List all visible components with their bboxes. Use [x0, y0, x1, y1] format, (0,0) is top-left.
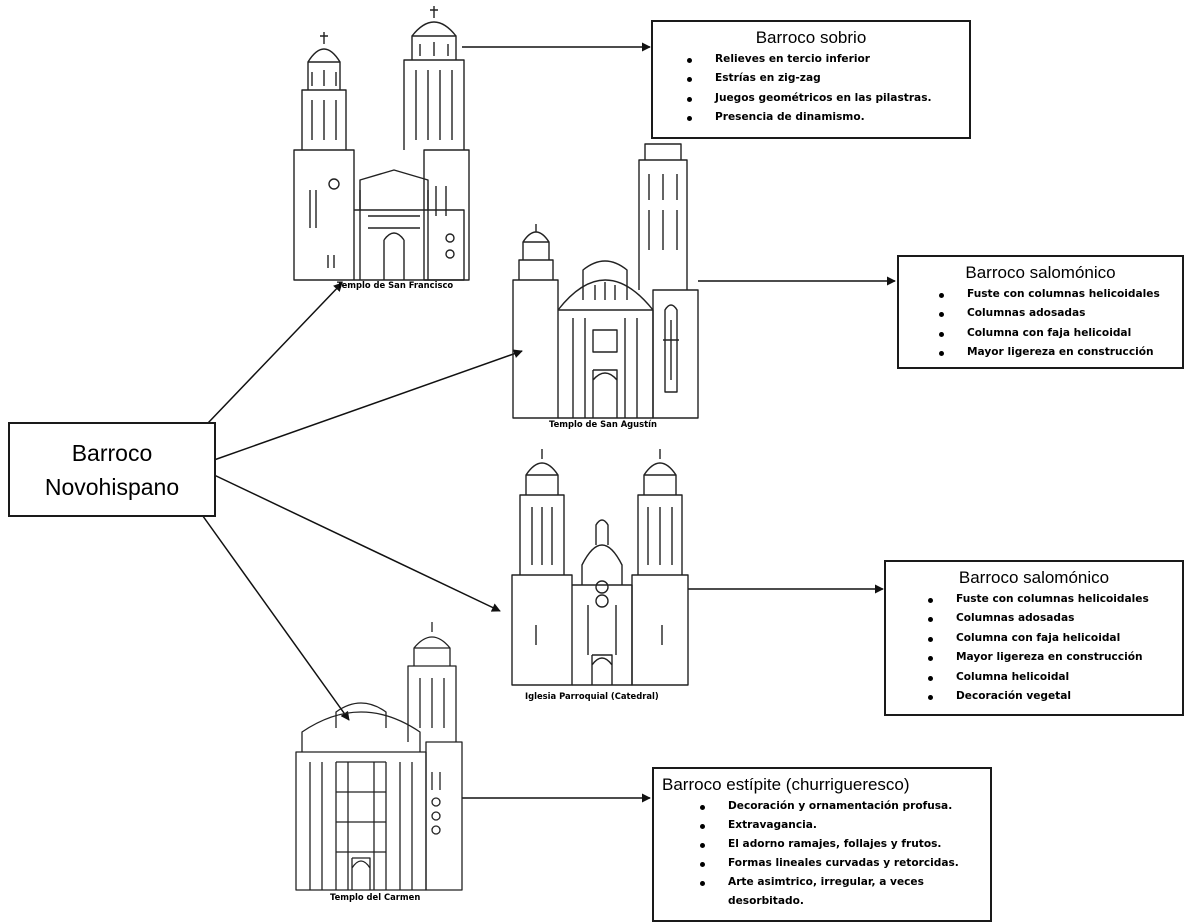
- list-item: Decoración vegetal: [928, 687, 1182, 706]
- list-item: Extravagancia.: [700, 816, 990, 835]
- caption-san-agustin: Templo de San Agustín: [549, 419, 657, 429]
- style-box-estipite: Barroco estípite (churrigueresco) Decora…: [652, 767, 992, 922]
- style-box-sobrio: Barroco sobrio Relieves en tercio inferi…: [651, 20, 971, 139]
- list-item: Formas lineales curvadas y retorcidas.: [700, 854, 990, 873]
- caption-carmen: Templo del Carmen: [330, 892, 421, 902]
- list-item: Fuste con columnas helicoidales: [939, 285, 1182, 304]
- church-drawing-catedral: [511, 449, 689, 686]
- list-item: Columna helicoidal: [928, 668, 1182, 687]
- arrow-to-catedral: [211, 473, 501, 612]
- feature-list: Fuste con columnas helicoidales Columnas…: [886, 590, 1182, 706]
- style-title: Barroco estípite (churrigueresco): [662, 775, 910, 794]
- list-item: Decoración y ornamentación profusa.: [700, 797, 990, 816]
- list-item: Presencia de dinamismo.: [687, 108, 969, 127]
- root-connectors: [199, 282, 523, 721]
- style-title: Barroco sobrio: [755, 28, 867, 47]
- feature-list: Fuste con columnas helicoidales Columnas…: [899, 285, 1182, 363]
- church-drawing-carmen: [295, 622, 463, 891]
- list-item: Columna con faja helicoidal: [928, 629, 1182, 648]
- list-item: Juegos geométricos en las pilastras.: [687, 89, 969, 108]
- list-item: Estrías en zig-zag: [687, 69, 969, 88]
- arrow-to-carmen: [199, 511, 350, 721]
- root-title-line1: Barroco: [71, 439, 153, 466]
- list-item: Mayor ligereza en construcción: [939, 343, 1182, 362]
- style-title: Barroco salomónico: [965, 263, 1116, 282]
- list-item: Columna con faja helicoidal: [939, 324, 1182, 343]
- style-box-salomonico-1: Barroco salomónico Fuste con columnas he…: [897, 255, 1184, 369]
- feature-list: Decoración y ornamentación profusa. Extr…: [654, 797, 990, 911]
- root-box: Barroco Novohispano: [8, 422, 216, 517]
- list-item: Relieves en tercio inferior: [687, 50, 969, 69]
- arrow-to-san-agustin: [213, 349, 523, 461]
- list-item: Mayor ligereza en construcción: [928, 648, 1182, 667]
- church-drawing-san-agustin: [512, 143, 699, 419]
- list-item: Columnas adosadas: [939, 304, 1182, 323]
- root-title-line2: Novohispano: [44, 473, 180, 500]
- list-item: Columnas adosadas: [928, 609, 1182, 628]
- style-title: Barroco salomónico: [958, 568, 1110, 587]
- caption-catedral: Iglesia Parroquial (Catedral): [525, 691, 659, 701]
- list-item: Arte asimtrico, irregular, a veces desor…: [700, 873, 990, 911]
- feature-list: Relieves en tercio inferior Estrías en z…: [653, 50, 969, 128]
- list-item: El adorno ramajes, follajes y frutos.: [700, 835, 990, 854]
- list-item: Fuste con columnas helicoidales: [928, 590, 1182, 609]
- style-connectors: [462, 42, 896, 803]
- caption-san-francisco: Templo de San Francisco: [337, 280, 454, 290]
- style-box-salomonico-2: Barroco salomónico Fuste con columnas he…: [884, 560, 1184, 716]
- arrow-to-san-francisco: [207, 282, 343, 424]
- church-drawing-san-francisco: [293, 6, 470, 281]
